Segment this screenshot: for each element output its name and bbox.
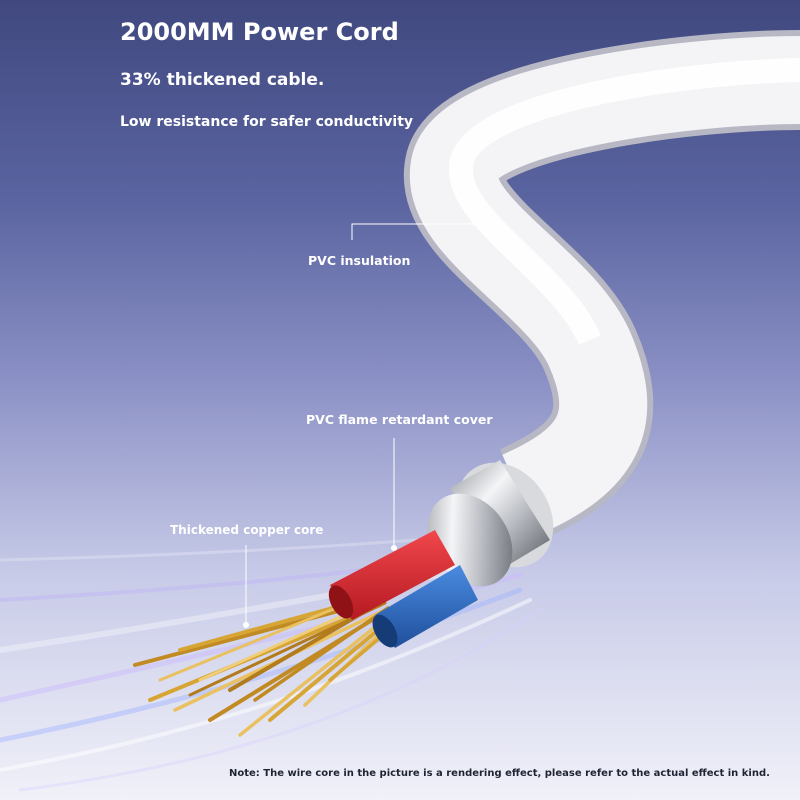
light-streaks xyxy=(0,533,542,792)
callout-pvc-insulation: PVC insulation xyxy=(308,253,411,268)
rendering-footnote: Note: The wire core in the picture is a … xyxy=(229,768,770,779)
callout-flame-retardant-cover: PVC flame retardant cover xyxy=(306,412,493,427)
callout-copper-core: Thickened copper core xyxy=(170,523,324,537)
callout-lines xyxy=(243,221,501,628)
product-subtitle: 33% thickened cable. xyxy=(120,70,325,90)
white-cable xyxy=(404,30,800,541)
product-tagline: Low resistance for safer conductivity xyxy=(120,114,414,130)
insulation-callout-line xyxy=(351,223,498,240)
inner-wires xyxy=(328,530,478,648)
product-title: 2000MM Power Cord xyxy=(120,18,399,46)
